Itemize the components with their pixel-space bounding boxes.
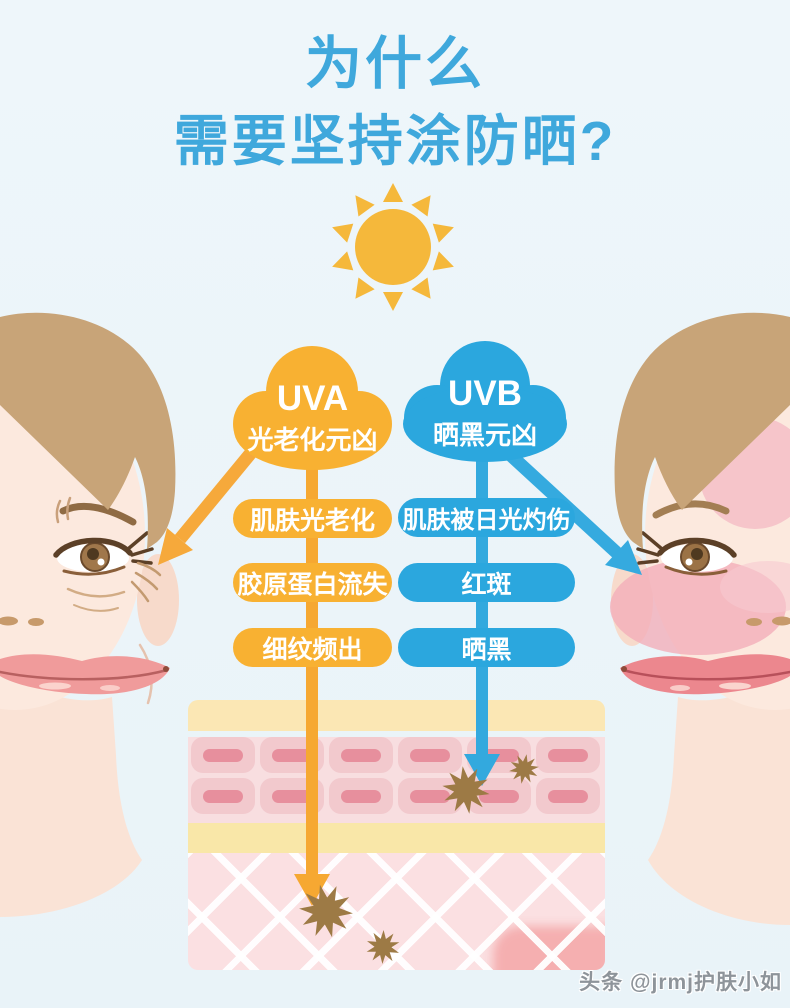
watermark: 头条 @jrmj护肤小如 — [579, 971, 782, 994]
page-title-line2: 需要坚持涂防晒? — [173, 110, 617, 172]
skin-cell — [260, 778, 324, 814]
skin-cell — [536, 778, 600, 814]
uvb-effect-pill: 晒黑 — [398, 628, 575, 667]
cell-nucleus — [410, 789, 450, 803]
aged-face-illustration — [0, 312, 179, 917]
skin-cell-row — [188, 778, 605, 814]
skin-cell — [191, 737, 255, 773]
uva-label: UVA — [276, 379, 349, 418]
uva-subtitle: 光老化元凶 — [247, 425, 378, 455]
uvb-label: UVB — [448, 374, 522, 413]
cell-nucleus — [548, 789, 588, 803]
dermis-layer — [188, 853, 605, 970]
cell-nucleus — [410, 748, 450, 762]
skin-cell — [191, 778, 255, 814]
skin-cross-section — [188, 700, 605, 970]
cell-nucleus — [548, 748, 588, 762]
uva-effect-pill: 肌肤光老化 — [233, 499, 392, 538]
uvb-cloud-icon — [403, 341, 567, 462]
cell-nucleus — [479, 789, 519, 803]
sunburn-tint — [493, 926, 605, 970]
tanned-face-illustration — [610, 312, 790, 925]
skin-cell — [536, 737, 600, 773]
cell-nucleus — [203, 748, 243, 762]
skin-cell — [398, 778, 462, 814]
cell-nucleus — [479, 748, 519, 762]
skin-cell — [398, 737, 462, 773]
cell-nucleus — [272, 789, 312, 803]
page-title-line1: 为什么 — [305, 32, 485, 96]
epidermis-surface-layer — [188, 700, 605, 731]
skin-cell — [467, 737, 531, 773]
uvb-effect-pill: 红斑 — [398, 563, 575, 602]
uvb-subtitle: 晒黑元凶 — [432, 420, 537, 450]
cell-nucleus — [341, 748, 381, 762]
cell-nucleus — [203, 789, 243, 803]
sun-icon — [332, 183, 454, 311]
skin-cell — [260, 737, 324, 773]
uvb-effect-pill: 肌肤被日光灼伤 — [398, 498, 575, 537]
skin-cell — [329, 737, 393, 773]
uva-cloud-icon — [233, 346, 392, 470]
uva-effect-pill: 胶原蛋白流失 — [233, 563, 392, 602]
skin-cell-row — [188, 737, 605, 773]
cell-nucleus — [341, 789, 381, 803]
cell-nucleus — [272, 748, 312, 762]
epidermis-cell-layer — [188, 737, 605, 823]
skin-cell — [329, 778, 393, 814]
uva-effect-pill: 细纹频出 — [233, 628, 392, 667]
basal-layer — [188, 823, 605, 853]
skin-cell — [467, 778, 531, 814]
